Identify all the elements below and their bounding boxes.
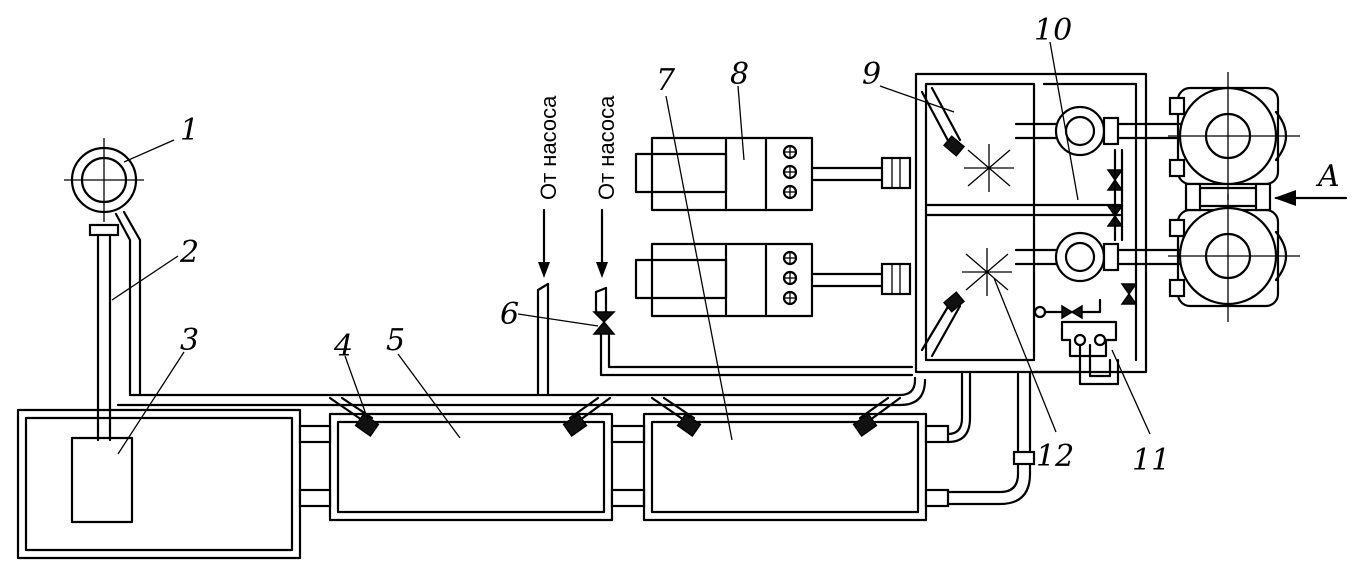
caption-from-pump-2: От насоса [594, 95, 619, 200]
leader-lines [111, 41, 1151, 455]
housing-nozzles [920, 86, 966, 358]
filter-tank-5 [298, 412, 646, 522]
pump-arrows [538, 208, 608, 278]
tank-3 [16, 408, 302, 560]
label-5: 5 [386, 323, 405, 358]
motor-unit-lower [634, 242, 912, 318]
label-9: 9 [862, 57, 881, 92]
return-pipes [946, 370, 1036, 506]
pump-10-lower [1014, 231, 1184, 283]
label-3: 3 [180, 323, 199, 358]
motor-unit-upper [634, 136, 912, 212]
pipe-2 [96, 210, 142, 442]
device-1 [64, 138, 144, 237]
label-10: 10 [1034, 13, 1072, 48]
impeller-12 [962, 248, 1012, 296]
inlets [536, 282, 914, 397]
label-2: 2 [179, 235, 199, 270]
main-line [116, 376, 927, 407]
view-arrow-a [1274, 190, 1348, 206]
pump-valves [1033, 148, 1138, 320]
filter-tank-7 [642, 412, 950, 522]
valve-6 [592, 311, 616, 335]
label-view-a: A [1315, 159, 1340, 194]
electric-motor-lower [1168, 194, 1300, 322]
impeller-upper [964, 144, 1014, 192]
label-11: 11 [1132, 443, 1170, 478]
housing-9 [914, 72, 1148, 374]
pump-10-upper [1014, 105, 1184, 157]
label-6: 6 [500, 297, 519, 332]
label-8: 8 [730, 57, 749, 92]
label-1: 1 [180, 113, 199, 148]
label-7: 7 [656, 63, 676, 98]
label-4: 4 [333, 329, 353, 364]
motor-coupling [1184, 182, 1272, 212]
electric-motor-upper [1168, 72, 1300, 200]
valves-4 [328, 396, 902, 437]
unit-11 [1032, 320, 1120, 386]
caption-from-pump-1: От насоса [536, 95, 561, 200]
label-12: 12 [1036, 439, 1074, 474]
